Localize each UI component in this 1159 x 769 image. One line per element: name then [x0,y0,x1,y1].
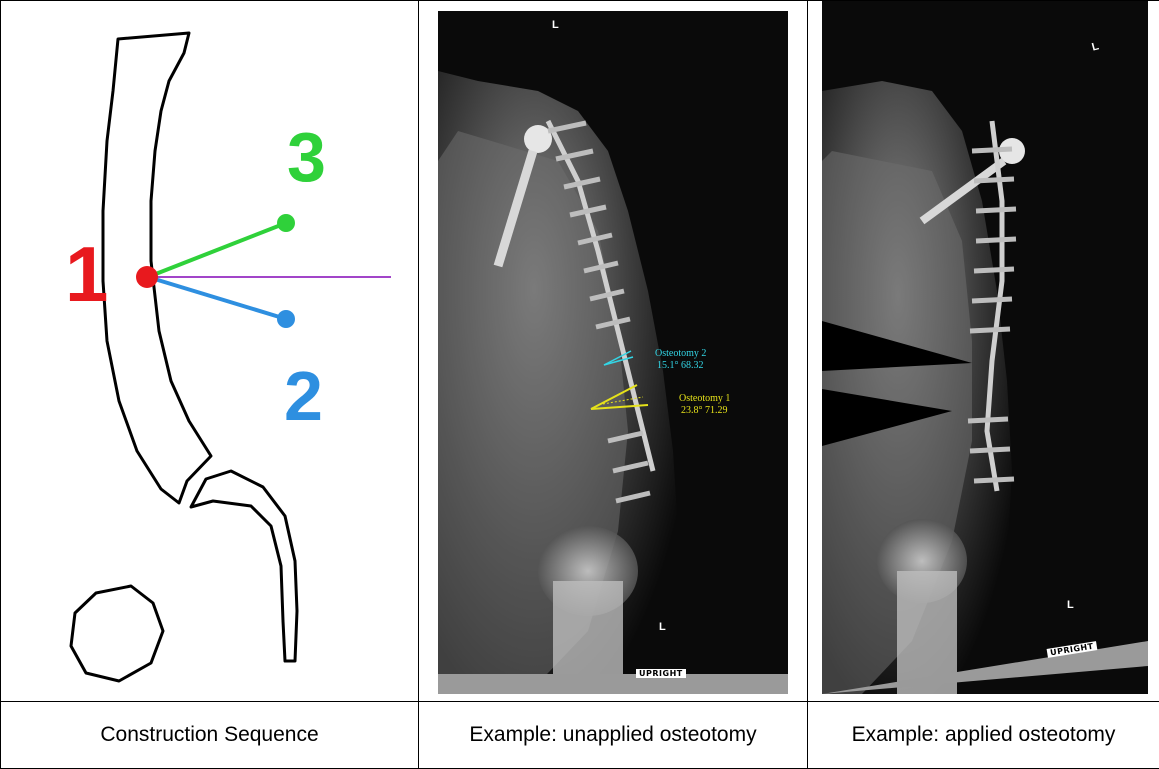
osteotomy-2-annotation: Osteotomy 2 15.1° 68.32 [655,348,706,372]
point-2-dot [277,310,295,328]
side-marker-bottom: L [1067,599,1074,611]
sacrum-outline [191,471,297,661]
unapplied-xray-cell: Osteotomy 2 15.1° 68.32 Osteotomy 1 23.8… [419,1,808,702]
construction-diagram-cell: 1 2 3 [1,1,419,702]
point-2-label: 2 [284,356,323,436]
osteotomy-2-measure: 15.1° 68.32 [655,360,706,372]
caption-unapplied-osteotomy: Example: unapplied osteotomy [419,702,808,769]
point-3-label: 3 [287,117,326,197]
osteotomy-1-name: Osteotomy 1 [679,393,730,405]
line-point-3 [148,223,286,277]
osteotomy-2-name: Osteotomy 2 [655,348,706,360]
line-point-2 [148,277,286,319]
side-marker-top: L [552,19,559,31]
caption-applied-osteotomy: Example: applied osteotomy [808,702,1159,769]
osteotomy-1-annotation: Osteotomy 1 23.8° 71.29 [679,393,730,417]
point-3-dot [277,214,295,232]
construction-diagram [1,1,417,701]
spine-outline [103,33,211,503]
caption-construction-sequence: Construction Sequence [1,702,419,769]
applied-xray-image: L L UPRIGHT [822,1,1148,694]
point-1-dot [136,266,158,288]
point-1-label: 1 [65,229,108,320]
side-marker-bottom: L [659,621,666,633]
femoral-head-outline [71,586,163,681]
osteotomy-1-measure: 23.8° 71.29 [679,405,730,417]
applied-xray-cell: L L UPRIGHT [808,1,1159,702]
upright-label: UPRIGHT [636,669,686,678]
unapplied-xray-image: Osteotomy 2 15.1° 68.32 Osteotomy 1 23.8… [438,11,788,694]
